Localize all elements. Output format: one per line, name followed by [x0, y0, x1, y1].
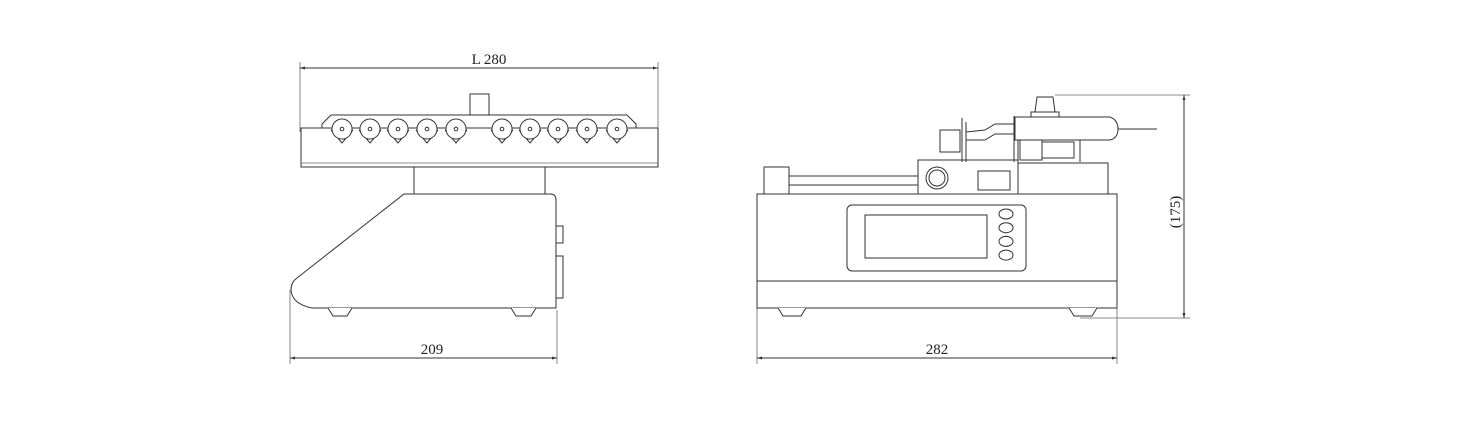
tube — [546, 118, 570, 144]
foot — [777, 307, 807, 317]
foot — [510, 307, 537, 317]
tube-row — [330, 118, 629, 144]
end-block — [763, 166, 790, 195]
tube — [490, 118, 514, 144]
syringe-barrel — [1014, 116, 1119, 141]
upper-platform — [1017, 162, 1109, 195]
tube — [386, 118, 410, 144]
tube — [518, 118, 542, 144]
connector — [555, 255, 564, 299]
front-view: (175) 282 — [756, 94, 1190, 364]
panel-button — [998, 208, 1014, 220]
plunger-holder — [939, 129, 961, 153]
clamp-brackets — [961, 116, 1081, 162]
clamp-block — [1041, 141, 1075, 159]
tube — [330, 118, 354, 144]
width-dimension-label: 282 — [926, 342, 949, 358]
tube — [605, 118, 629, 144]
depth-dimension-label: 209 — [421, 342, 444, 358]
coupling — [977, 170, 1011, 191]
tube — [575, 118, 599, 144]
knob — [469, 93, 490, 116]
panel-button — [998, 235, 1014, 247]
carriage-knob-inner — [928, 169, 946, 187]
height-dimension-label: (175) — [1168, 196, 1184, 229]
plunger-rod — [965, 123, 1014, 141]
side-view: L 280 209 — [289, 52, 659, 364]
base-body — [290, 193, 557, 309]
connector — [555, 225, 564, 244]
foot — [327, 307, 353, 317]
length-dimension-label: L 280 — [472, 52, 507, 68]
tube — [358, 118, 382, 144]
button-column — [998, 208, 1014, 261]
panel-button — [998, 249, 1014, 261]
column — [413, 166, 546, 195]
knob-base — [1030, 111, 1060, 118]
top-plate — [300, 127, 659, 168]
tube — [444, 118, 468, 144]
panel-button — [998, 222, 1014, 234]
tube — [415, 118, 439, 144]
top-knob — [1034, 96, 1056, 113]
display-screen — [864, 214, 988, 259]
foot — [1068, 307, 1098, 317]
